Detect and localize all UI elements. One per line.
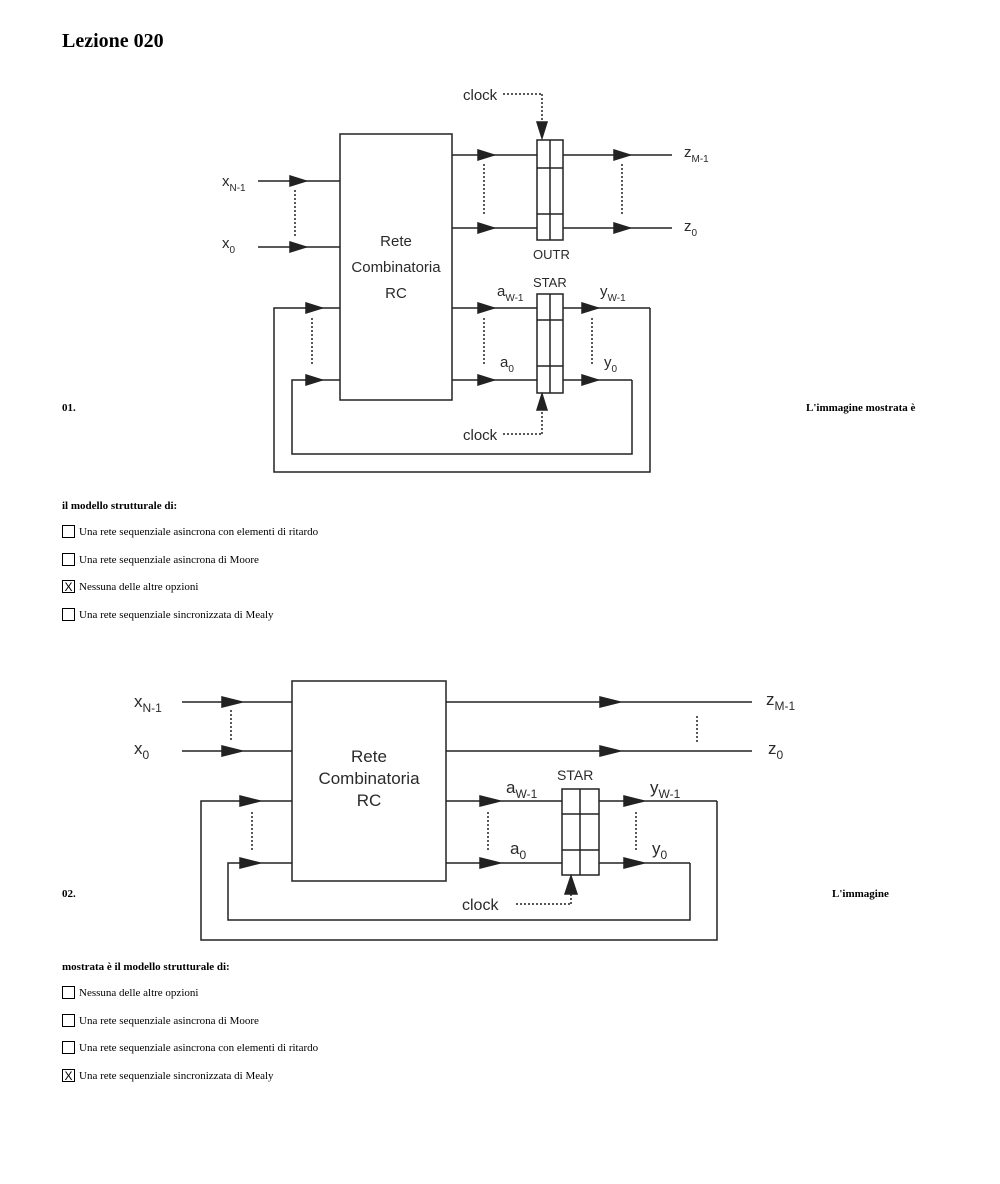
- z-top-label: z: [684, 144, 692, 161]
- x-top-label: x: [222, 173, 230, 190]
- option-checkbox[interactable]: Una rete sequenziale asincrona di Moore: [62, 553, 259, 566]
- option-label: Nessuna delle altre opzioni: [79, 580, 199, 593]
- a-top-label: a: [506, 778, 516, 797]
- checkbox-icon[interactable]: [62, 608, 75, 621]
- svg-text:y0: y0: [604, 354, 618, 375]
- rc-label-2: Combinatoria: [318, 769, 420, 788]
- svg-text:xN-1: xN-1: [134, 692, 162, 715]
- a-bot-label: a: [510, 839, 520, 858]
- option-label: Una rete sequenziale asincrona con eleme…: [79, 525, 319, 538]
- y-top-sub: W-1: [659, 787, 681, 801]
- svg-text:zM-1: zM-1: [766, 690, 795, 713]
- page-title: Lezione 020: [62, 30, 164, 52]
- svg-text:a0: a0: [510, 839, 526, 862]
- question-text: L'immagine mostrata è: [806, 402, 916, 414]
- z-bot-sub: 0: [777, 748, 784, 762]
- rc-block: [339, 133, 453, 401]
- svg-text:a0: a0: [500, 354, 514, 375]
- svg-text:x0: x0: [222, 235, 236, 256]
- y-bot-label: y: [652, 839, 661, 858]
- checkbox-icon[interactable]: [62, 525, 75, 538]
- svg-text:aW-1: aW-1: [506, 778, 538, 801]
- y-bot-sub: 0: [612, 364, 618, 375]
- checkbox-icon[interactable]: [62, 1041, 75, 1054]
- option-label: Una rete sequenziale asincrona con eleme…: [79, 1041, 319, 1054]
- z-top-label: z: [766, 690, 775, 709]
- diagram-q2: Rete Combinatoria RC clock STAR xN-1 x0 …: [134, 680, 795, 941]
- a-top-label: a: [497, 283, 506, 300]
- option-checkbox[interactable]: X Una rete sequenziale sincronizzata di …: [62, 1069, 274, 1082]
- y-bot-sub: 0: [661, 848, 668, 862]
- diagram-q1: Rete Combinatoria RC clock clock OUTR ST…: [222, 87, 709, 473]
- rc-label-1: Rete: [380, 233, 412, 250]
- a-bot-sub: 0: [508, 364, 514, 375]
- svg-text:zM-1: zM-1: [684, 144, 709, 165]
- svg-text:aW-1: aW-1: [497, 283, 524, 304]
- a-bot-sub: 0: [519, 848, 526, 862]
- option-checkbox[interactable]: X Nessuna delle altre opzioni: [62, 580, 198, 593]
- option-checkbox[interactable]: Una rete sequenziale asincrona con eleme…: [62, 525, 318, 538]
- outr-label: OUTR: [533, 247, 570, 262]
- option-label: Una rete sequenziale sincronizzata di Me…: [79, 608, 274, 621]
- svg-text:x0: x0: [134, 739, 150, 762]
- x-bot-label: x: [134, 739, 143, 758]
- y-top-sub: W-1: [608, 293, 627, 304]
- checkbox-icon[interactable]: X: [62, 580, 75, 593]
- checkbox-icon[interactable]: X: [62, 1069, 75, 1082]
- star-label: STAR: [533, 275, 567, 290]
- svg-text:yW-1: yW-1: [650, 778, 681, 801]
- z-bot-label: z: [684, 218, 692, 235]
- y-top-label: y: [650, 778, 659, 797]
- option-label: Nessuna delle altre opzioni: [79, 986, 199, 999]
- question-text-cont: il modello strutturale di:: [62, 500, 178, 512]
- svg-text:xN-1: xN-1: [222, 173, 246, 194]
- clock-label: clock: [462, 897, 499, 914]
- x-top-sub: N-1: [143, 701, 163, 715]
- option-label: Una rete sequenziale asincrona di Moore: [79, 1014, 259, 1027]
- svg-text:y0: y0: [652, 839, 668, 862]
- option-checkbox[interactable]: Nessuna delle altre opzioni: [62, 986, 198, 999]
- option-label: Una rete sequenziale sincronizzata di Me…: [79, 1069, 274, 1082]
- question-text: L'immagine: [832, 888, 889, 900]
- clock-label-bottom: clock: [463, 427, 498, 444]
- svg-text:yW-1: yW-1: [600, 283, 626, 304]
- svg-text:z0: z0: [768, 739, 784, 762]
- z-bot-sub: 0: [692, 228, 698, 239]
- star-label: STAR: [557, 767, 593, 783]
- a-top-sub: W-1: [505, 293, 524, 304]
- y-top-label: y: [600, 283, 608, 300]
- checkbox-icon[interactable]: [62, 553, 75, 566]
- y-bot-label: y: [604, 354, 612, 371]
- x-bot-sub: 0: [143, 748, 150, 762]
- rc-label-2: Combinatoria: [351, 259, 441, 276]
- rc-block: [291, 680, 447, 882]
- svg-text:z0: z0: [684, 218, 698, 239]
- question-number: 02.: [62, 888, 76, 900]
- x-top-sub: N-1: [230, 183, 247, 194]
- x-bot-label: x: [222, 235, 230, 252]
- checkbox-icon[interactable]: [62, 986, 75, 999]
- a-top-sub: W-1: [515, 787, 537, 801]
- question-number: 01.: [62, 402, 76, 414]
- question-text-cont: mostrata è il modello strutturale di:: [62, 961, 230, 973]
- x-top-label: x: [134, 692, 143, 711]
- option-checkbox[interactable]: Una rete sequenziale asincrona con eleme…: [62, 1041, 318, 1054]
- rc-label-3: RC: [357, 791, 382, 810]
- a-bot-label: a: [500, 354, 509, 371]
- z-top-sub: M-1: [775, 699, 796, 713]
- z-bot-label: z: [768, 739, 777, 758]
- rc-label-1: Rete: [351, 747, 387, 766]
- option-checkbox[interactable]: Una rete sequenziale sincronizzata di Me…: [62, 608, 274, 621]
- option-checkbox[interactable]: Una rete sequenziale asincrona di Moore: [62, 1014, 259, 1027]
- z-top-sub: M-1: [692, 154, 710, 165]
- checkbox-icon[interactable]: [62, 1014, 75, 1027]
- clock-label-top: clock: [463, 87, 498, 104]
- rc-label-3: RC: [385, 285, 407, 302]
- option-label: Una rete sequenziale asincrona di Moore: [79, 553, 259, 566]
- x-bot-sub: 0: [230, 245, 236, 256]
